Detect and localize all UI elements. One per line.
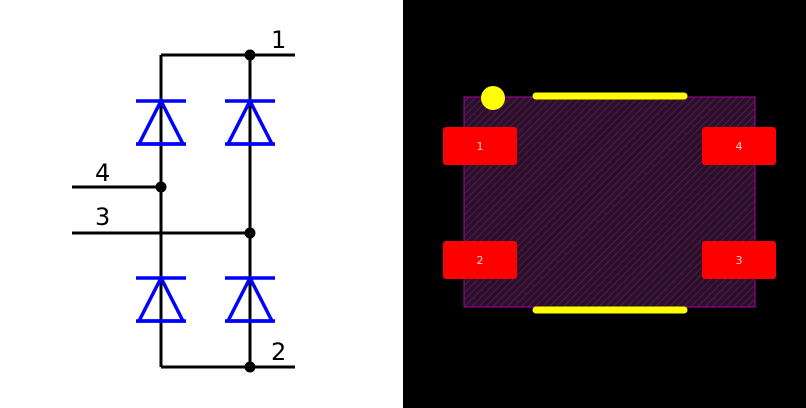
pin-label-1: 1: [271, 26, 286, 54]
diode-symbols: [136, 97, 275, 323]
pad-label-4: 4: [736, 140, 743, 153]
diode-d4: [225, 274, 275, 323]
silkscreen: [532, 92, 688, 314]
pad-4[interactable]: 4: [702, 127, 776, 165]
pad-label-1: 1: [477, 140, 484, 153]
pad-label-2: 2: [477, 254, 484, 267]
schematic-wires: [72, 53, 295, 369]
diode-d1: [136, 97, 186, 146]
pad-2[interactable]: 2: [443, 241, 517, 279]
pads: 1 2 3 4: [443, 127, 776, 279]
junction-pin-4: [155, 181, 167, 193]
diode-d3: [136, 274, 186, 323]
schematic-panel: 1 2 3 4: [0, 0, 403, 408]
pad-1[interactable]: 1: [443, 127, 517, 165]
schematic-background: [0, 0, 403, 408]
pad-label-3: 3: [736, 254, 743, 267]
junction-dots: [155, 49, 256, 373]
pin-label-3: 3: [95, 203, 110, 231]
pin-label-2: 2: [271, 338, 286, 366]
junction-bottom: [244, 361, 256, 373]
junction-top: [244, 49, 256, 61]
junction-pin-3: [244, 227, 256, 239]
pin1-marker-dot: [481, 86, 505, 110]
diode-d2: [225, 97, 275, 146]
footprint-panel: 1 2 3 4: [403, 0, 806, 408]
pin-label-4: 4: [95, 159, 110, 187]
pad-3[interactable]: 3: [702, 241, 776, 279]
